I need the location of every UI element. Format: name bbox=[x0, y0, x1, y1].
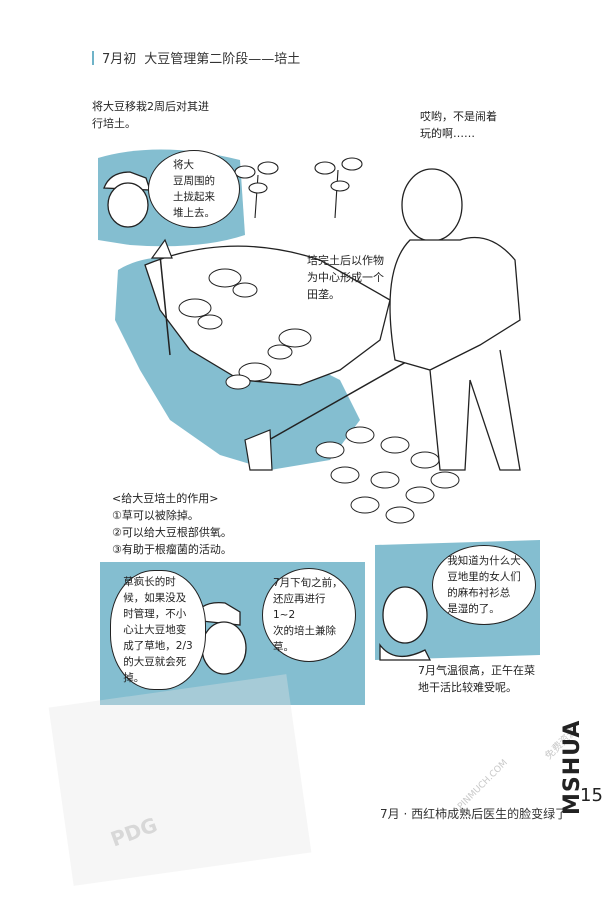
panel-left-bubble-b: 7月下旬之前， 还应再进行1~2 次的培土兼除 草。 bbox=[262, 568, 356, 662]
benefit-item-2: ②可以给大豆根部供氧。 bbox=[112, 526, 232, 539]
bubble1-line-4: 堆上去。 bbox=[173, 207, 215, 219]
footer-text: 7月 · 西红柿成熟后医生的脸变绿了 bbox=[380, 807, 568, 821]
speech-bubble-1: 将大 豆周围的 土拢起来 堆上去。 bbox=[148, 150, 240, 228]
ridge-line-2: 为中心形成一个 bbox=[307, 271, 384, 284]
pl-b-line-3: 次的培土兼除 bbox=[273, 625, 336, 637]
pl-a-line-4: 心让大豆地变 bbox=[123, 624, 187, 636]
pl-b-line-1: 7月下旬之前， bbox=[273, 577, 343, 589]
intro-text: 将大豆移栽2周后对其进 行培土。 bbox=[92, 98, 209, 132]
ridge-line-1: 培完土后以作物 bbox=[307, 254, 384, 267]
pl-a-line-5: 成了草地，2/3 bbox=[123, 640, 193, 652]
header-title: 大豆管理第二阶段——培土 bbox=[144, 52, 301, 67]
ridge-line-3: 田垄。 bbox=[307, 288, 340, 301]
pr-line-4: 是湿的了。 bbox=[447, 603, 500, 615]
bubble1-line-3: 土拢起来 bbox=[173, 191, 215, 203]
page-number: 15 bbox=[580, 785, 603, 806]
pl-a-line-2: 候，如果没及 bbox=[123, 592, 187, 604]
watermark-mshua: MSHUA bbox=[560, 719, 585, 815]
pl-a-line-3: 时管理，不小 bbox=[123, 608, 187, 620]
header-chapter: 7月初 bbox=[102, 52, 137, 67]
header-accent-bar bbox=[92, 50, 94, 65]
pl-a-line-7: 掉。 bbox=[123, 672, 145, 684]
benefit-item-3: ③有助于根瘤菌的活动。 bbox=[112, 543, 232, 556]
page-header: 7月初 大豆管理第二阶段——培土 bbox=[92, 48, 300, 67]
pr-line-3: 的麻布衬衫总 bbox=[447, 587, 511, 599]
farmer-quote: 哎哟，不是闹着 玩的啊…… bbox=[420, 108, 497, 142]
panel-left-bubble-a: 草疯长的时 候，如果没及 时管理，不小 心让大豆地变 成了草地，2/3 的大豆就… bbox=[110, 570, 206, 690]
panel-right-caption: 7月气温很高，正午在菜 地干活比较难受呢。 bbox=[418, 662, 535, 696]
farmer-quote-line-2: 玩的啊…… bbox=[420, 127, 475, 140]
farmer-quote-line-1: 哎哟，不是闹着 bbox=[420, 110, 497, 123]
benefit-item-1: ①草可以被除掉。 bbox=[112, 509, 199, 522]
pr-line-1: 我知道为什么大 bbox=[447, 555, 521, 567]
bubble1-line-2: 豆周围的 bbox=[173, 175, 215, 187]
pr-line-2: 豆地里的女人们 bbox=[447, 571, 521, 583]
benefits-list: <给大豆培土的作用> ①草可以被除掉。 ②可以给大豆根部供氧。 ③有助于根瘤菌的… bbox=[112, 490, 232, 558]
pl-a-line-6: 的大豆就会死 bbox=[123, 656, 187, 668]
pl-b-line-2: 还应再进行1~2 bbox=[273, 593, 326, 621]
bubble1-line-1: 将大 bbox=[173, 159, 194, 171]
pr-caption-line-1: 7月气温很高，正午在菜 bbox=[418, 664, 535, 677]
panel-right-bubble: 我知道为什么大 豆地里的女人们 的麻布衬衫总 是湿的了。 bbox=[432, 545, 536, 625]
intro-line-2: 行培土。 bbox=[92, 117, 136, 130]
benefits-heading: <给大豆培土的作用> bbox=[112, 492, 219, 505]
ridge-annotation: 培完土后以作物 为中心形成一个 田垄。 bbox=[307, 252, 384, 303]
intro-line-1: 将大豆移栽2周后对其进 bbox=[92, 100, 209, 113]
pr-caption-line-2: 地干活比较难受呢。 bbox=[418, 681, 517, 694]
pl-a-line-1: 草疯长的时 bbox=[123, 576, 176, 588]
pl-b-line-4: 草。 bbox=[273, 641, 294, 653]
